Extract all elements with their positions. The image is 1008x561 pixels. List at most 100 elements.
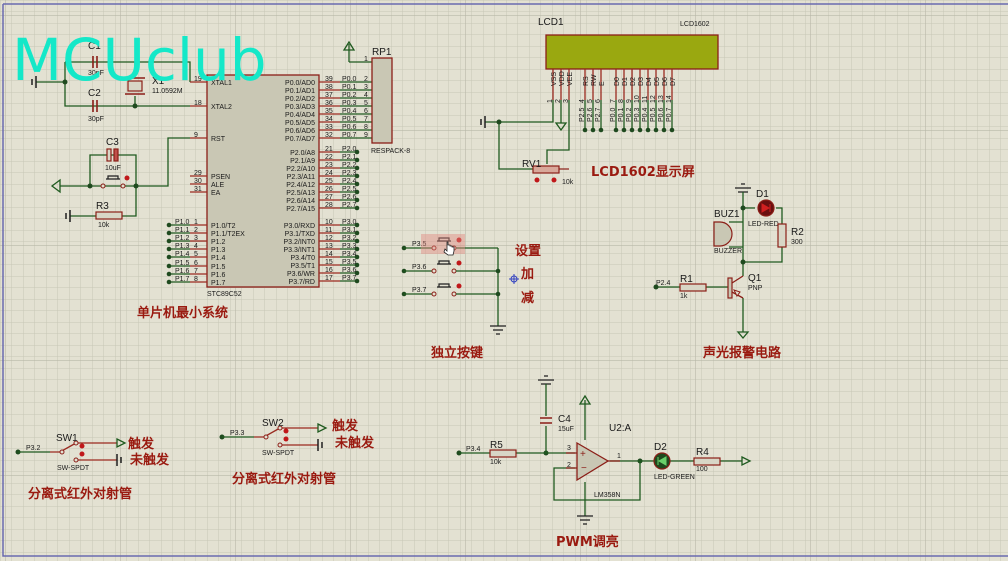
pwm-section: P3.4 R5 10k C4 15uF + − 3 2 1 U2:A LM358… — [456, 375, 752, 550]
switch-sw2[interactable]: SW2 SW-SPDT — [262, 418, 295, 457]
lcd-pin-name: D6 — [662, 77, 669, 86]
resistor-r4[interactable]: R4 100 — [693, 447, 721, 473]
mcu-pin-number: 11 — [325, 227, 332, 234]
lcd-pin-name: D1 — [622, 77, 629, 86]
mcu-pin-name: P1.5 — [211, 264, 226, 271]
led-d1-red[interactable]: D1 LED-RED — [748, 189, 779, 228]
potentiometer-rv1[interactable]: RV1 10k — [522, 159, 574, 186]
push-button-P3-6[interactable]: P3.6 — [401, 260, 501, 274]
mcu-net-label: P3.7 — [342, 275, 357, 282]
mcu-net-label: P0.6 — [342, 124, 357, 131]
mcu-left-pins: 19XTAL118XTAL29RST29PSEN30ALE31EA1P1.0/T… — [190, 76, 245, 287]
mcu-pin-name: P1.4 — [211, 255, 226, 262]
lcd-pin-name: D4 — [646, 77, 653, 86]
lcd-net-label: P2.7 — [595, 107, 602, 122]
lcd-pin-name: E — [599, 81, 606, 86]
mcuclub-watermark: MCUclub — [12, 26, 267, 94]
rv1-value: 10k — [562, 179, 574, 186]
p1-net-labels: P1.0P1.1P1.2P1.3P1.4P1.5P1.6P1.7 — [166, 219, 190, 285]
output-arrow-icon — [116, 437, 127, 449]
lcd-pin-number: 14 — [666, 95, 673, 103]
r3-ref: R3 — [96, 201, 109, 212]
net-junction — [354, 181, 360, 187]
mcu-pin-name: P0.0/AD0 — [285, 80, 315, 87]
mcu-pin-name: P3.7/RD — [289, 279, 315, 286]
mcu-pin-name: EA — [211, 190, 221, 197]
mcu-pin-name: P0.5/AD5 — [285, 120, 315, 127]
mcu-stc89c52[interactable]: 19XTAL118XTAL29RST29PSEN30ALE31EA1P1.0/T… — [166, 74, 372, 298]
lcd-pin-number: 9 — [626, 99, 633, 103]
resistor-r5[interactable]: R5 10k — [489, 440, 517, 466]
ground-icon — [317, 439, 323, 451]
capacitor-c2[interactable]: C2 30pF — [88, 88, 104, 123]
resistor-r3[interactable]: R3 10k — [95, 201, 123, 229]
mcu-pin-number: 21 — [325, 146, 333, 153]
p1-net-label: P1.5 — [175, 260, 190, 267]
net-junction — [637, 127, 643, 133]
r1-ref: R1 — [680, 274, 693, 285]
capacitor-c3[interactable]: C3 10uF — [105, 137, 121, 172]
sw2-net: P3.3 — [230, 430, 245, 437]
mcu-pin-name: P2.2/A10 — [286, 166, 315, 173]
rp1-part: RESPACK-8 — [371, 148, 410, 155]
resistor-r2[interactable]: R2 300 — [777, 223, 804, 248]
lcd1602[interactable]: LCD1 LCD1602 VSS1VDD2VEE3RS4P2.5RW5P2.6E… — [538, 17, 719, 133]
crystal-x1[interactable]: X1 11.0592M — [125, 76, 183, 95]
c1-ref: C1 — [88, 41, 101, 52]
capacitor-c4[interactable]: C4 15uF — [540, 414, 574, 433]
opamp-pin-in-n: 2 — [567, 462, 571, 469]
net-junction — [354, 197, 360, 203]
key-contact — [431, 245, 437, 251]
mcu-pin-name: P2.5/A13 — [286, 190, 315, 197]
sheet-border — [2, 3, 1008, 557]
lcd-net-label: P0.5 — [650, 107, 657, 122]
mcu-pin-name: PSEN — [211, 174, 230, 181]
c4-value: 15uF — [558, 426, 574, 433]
mcu-net-label: P3.5 — [342, 259, 357, 266]
lcd-section-title: LCD1602显示屏 — [591, 165, 695, 180]
sw1-part: SW-SPDT — [57, 465, 90, 472]
d1-part: LED-RED — [748, 221, 779, 228]
sw1-state-on: 触发 — [127, 436, 155, 452]
net-junction — [166, 238, 172, 244]
sw2-part: SW-SPDT — [262, 450, 295, 457]
key-plunger — [437, 237, 451, 242]
mcu-pin-name: P3.2/INT0 — [283, 239, 315, 246]
transistor-q1[interactable]: Q1 PNP — [727, 273, 763, 299]
lcd-pin-name: RW — [591, 74, 598, 86]
buzzer-buz1[interactable]: BUZ1 BUZZER — [713, 209, 742, 255]
push-button-P3-7[interactable]: P3.7 — [401, 283, 501, 297]
reset-button[interactable] — [100, 175, 130, 189]
key-hover-highlight — [421, 234, 465, 254]
x1-value: 11.0592M — [152, 88, 183, 95]
mcu-net-label: P3.3 — [342, 243, 357, 250]
c2-ref: C2 — [88, 88, 101, 99]
d2-ref: D2 — [654, 442, 667, 453]
net-junction — [166, 271, 172, 277]
opamp-u2a[interactable]: + − 3 2 1 U2:A LM358N — [566, 423, 632, 499]
mcu-pin-number: 5 — [194, 251, 198, 258]
mcu-net-label: P0.0 — [342, 76, 357, 83]
lcd-pin-name: VEE — [567, 72, 574, 86]
mcu-pin-name: P0.7/AD7 — [285, 136, 315, 143]
lcd-pin-name: VSS — [551, 72, 558, 86]
ground-icon — [31, 76, 37, 88]
switch-sw1[interactable]: SW1 SW-SPDT — [56, 433, 90, 472]
net-junction — [354, 149, 360, 155]
sw1-net: P3.2 — [26, 445, 41, 452]
resistor-r1[interactable]: R1 1k P2.4 — [656, 274, 707, 300]
net-junction — [354, 222, 360, 228]
mcu-net-label: P0.7 — [342, 132, 357, 139]
lcd-net-label: P2.6 — [587, 107, 594, 122]
capacitor-c1[interactable]: C1 30pF — [88, 41, 104, 77]
lcd-pin-name: D5 — [654, 77, 661, 86]
mcu-pin-number: 26 — [325, 186, 333, 193]
led-d2-green[interactable]: D2 LED-GREEN — [653, 442, 695, 481]
lcd-net-label: P0.0 — [610, 107, 617, 122]
output-arrow-icon — [317, 422, 328, 434]
lcd-pin-number: 1 — [547, 99, 554, 103]
mcu-pin-name: RST — [211, 136, 226, 143]
